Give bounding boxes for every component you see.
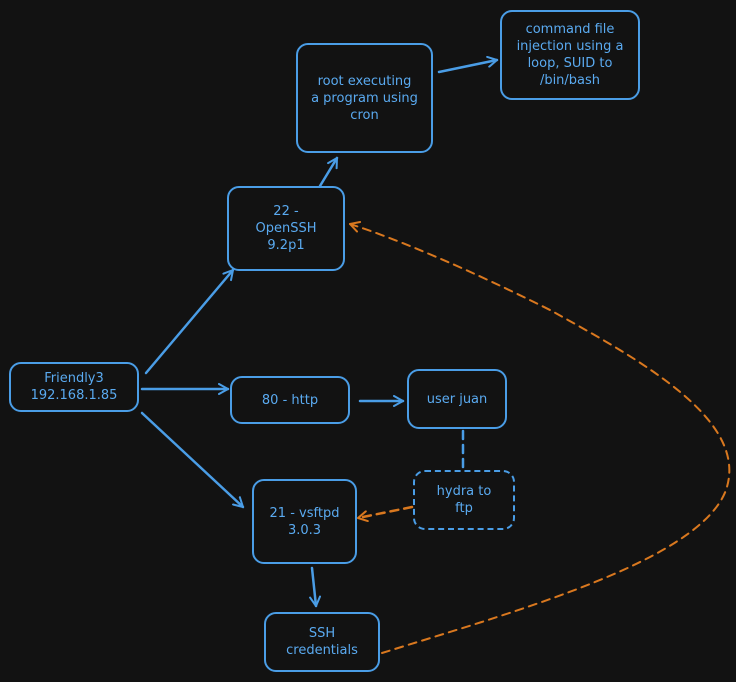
node-ssh-service: 22 - OpenSSH 9.2p1 (227, 186, 345, 271)
node-hydra: hydra to ftp (413, 470, 515, 530)
node-injection: command file injection using a loop, SUI… (500, 10, 640, 100)
node-user-juan-label: user juan (426, 391, 488, 407)
node-ssh-service-label: 22 - OpenSSH 9.2p1 (255, 204, 317, 253)
node-user-juan: user juan (407, 369, 507, 429)
edge-ssh-to-cron (318, 156, 339, 188)
node-hydra-label: hydra to ftp (436, 484, 492, 516)
edge-friendly3-to-ftp (140, 411, 245, 509)
node-ftp-service-label: 21 - vsftpd 3.0.3 (269, 505, 340, 538)
edge-cron-to-injection (437, 55, 499, 74)
node-ssh-credentials: SSH credentials (264, 612, 380, 672)
node-http-service: 80 - http (230, 376, 350, 424)
edge-ftp-to-ssh-credentials (309, 566, 322, 608)
node-http-service-label: 80 - http (261, 392, 319, 408)
edge-ssh-credentials-to-ssh (349, 220, 731, 654)
node-cron-label: root executing a program using cron (311, 73, 418, 123)
node-cron: root executing a program using cron (296, 43, 433, 153)
node-friendly3-label: Friendly3 192.168.1.85 (30, 371, 118, 403)
node-injection-label: command file injection using a loop, SUI… (516, 22, 624, 88)
node-ssh-credentials-label: SSH credentials (286, 626, 358, 658)
edge-friendly3-to-ssh (144, 268, 235, 375)
edge-hydra-to-ftp (356, 505, 414, 523)
node-friendly3: Friendly3 192.168.1.85 (9, 362, 139, 412)
node-ftp-service: 21 - vsftpd 3.0.3 (252, 479, 357, 564)
